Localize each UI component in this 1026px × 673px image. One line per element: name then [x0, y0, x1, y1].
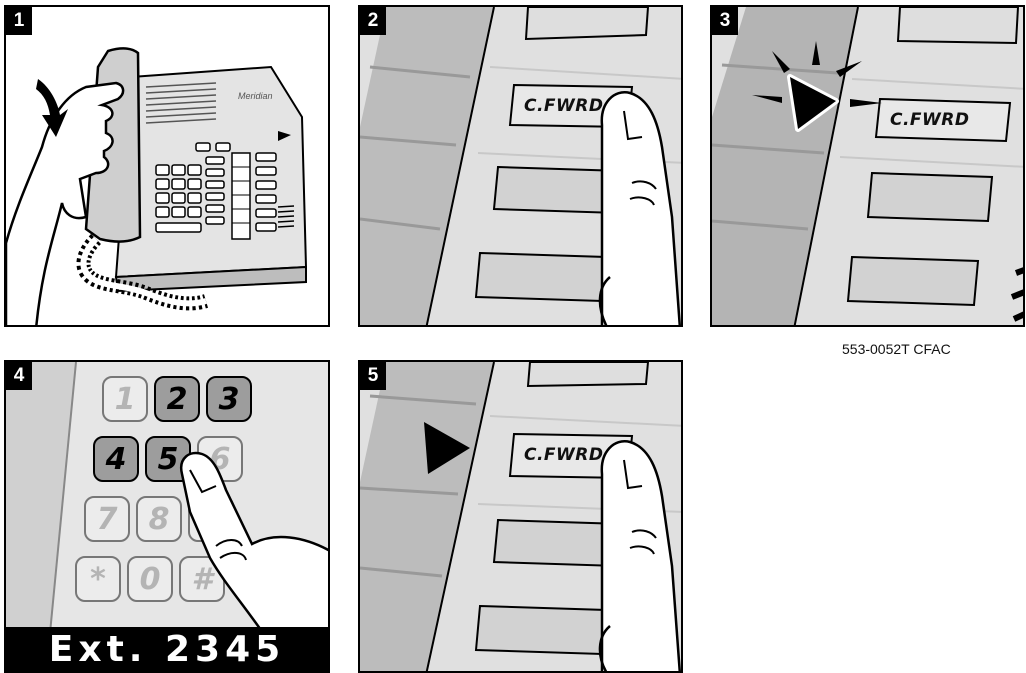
- extension-caption: Ext. 2345: [6, 627, 328, 671]
- telephone-illustration: Meridian: [6, 7, 330, 327]
- step-4-panel: 4 123456789*0# Ext. 2345: [4, 360, 330, 673]
- brand-logo: Meridian: [238, 91, 273, 101]
- key-strip-illustration: [360, 7, 683, 327]
- step-3-panel: 3 C.FWRD: [710, 5, 1025, 327]
- flashing-indicator-illustration: [712, 7, 1025, 327]
- step-number: 3: [712, 7, 738, 35]
- c-fwrd-key-label: C.FWRD: [524, 445, 604, 465]
- step-number: 5: [360, 362, 386, 390]
- step-number: 4: [6, 362, 32, 390]
- forward-confirmed-illustration: [360, 362, 683, 673]
- step-5-panel: 5 C.FWRD: [358, 360, 683, 673]
- step-1-panel: 1 Meridian: [4, 5, 330, 327]
- figure-reference-code: 553-0052T CFAC: [842, 341, 951, 357]
- step-2-panel: 2 C.FWRD: [358, 5, 683, 327]
- step-number: 1: [6, 7, 32, 35]
- c-fwrd-key-label: C.FWRD: [890, 110, 970, 130]
- step-number: 2: [360, 7, 386, 35]
- c-fwrd-key-label: C.FWRD: [524, 96, 604, 116]
